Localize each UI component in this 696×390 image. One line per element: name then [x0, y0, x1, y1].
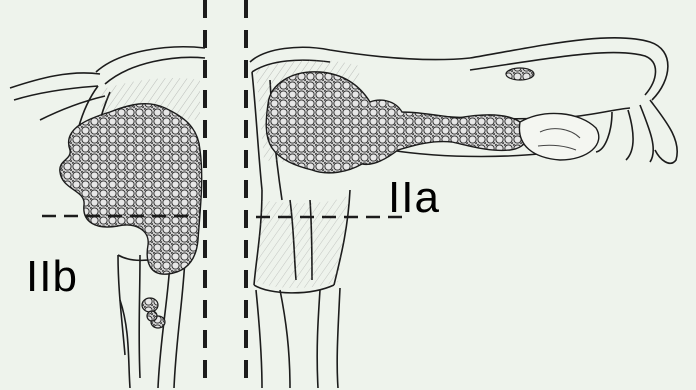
stage-iia-label: IIa [388, 176, 440, 220]
right-lower-tissue [256, 195, 350, 288]
stage-iib-label: IIb [26, 255, 78, 299]
tube-nodule [506, 68, 534, 80]
